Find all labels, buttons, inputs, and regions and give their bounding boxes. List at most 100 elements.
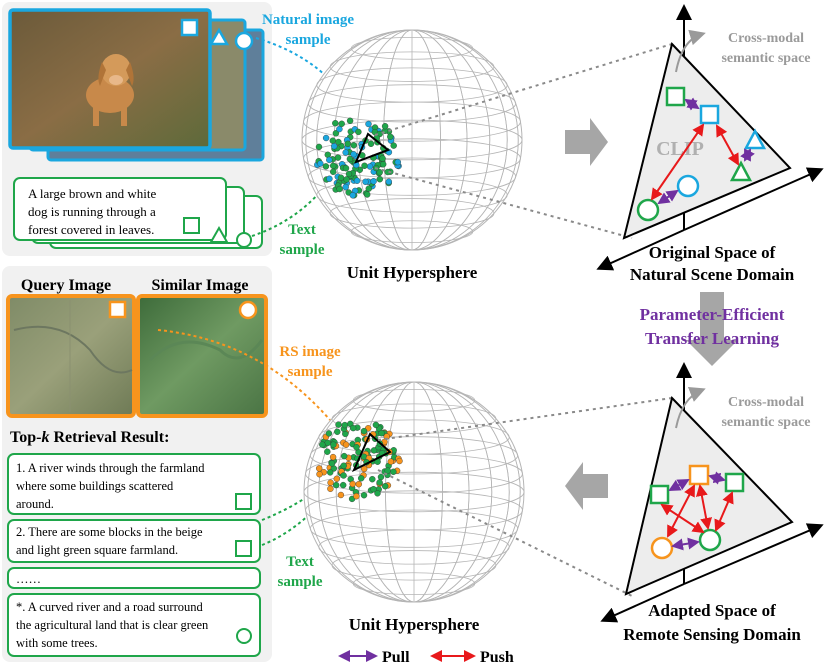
- embedding-point: [315, 143, 323, 151]
- embedding-point: [337, 491, 345, 499]
- embedding-point: [333, 481, 340, 489]
- embedding-point: [330, 162, 337, 170]
- embedding-point: [326, 175, 333, 183]
- embedding-point: [379, 155, 386, 162]
- text-card: [13, 177, 227, 241]
- embedding-point: [326, 156, 333, 164]
- bottom-domain-line-2: Remote Sensing Domain: [623, 625, 801, 644]
- top-space-green-square: [665, 86, 686, 107]
- similar-circle-icon: [238, 300, 258, 320]
- embedding-point: [374, 490, 381, 497]
- embedding-point: [380, 161, 387, 168]
- caption-line-3: forest covered in leaves.: [28, 222, 154, 237]
- embedding-point: [346, 117, 354, 125]
- embedding-point: [336, 125, 343, 133]
- top-space-green-circle: [636, 198, 660, 222]
- square-icon: [180, 18, 199, 37]
- embedding-point: [382, 483, 389, 490]
- bottom-space-pointer: [675, 387, 706, 429]
- bottom-pull-arrow-2: [708, 471, 726, 485]
- result-box-ellipsis: [7, 567, 261, 589]
- peft-arrow: [686, 292, 738, 366]
- rs-image-label-1: RS image: [279, 344, 341, 360]
- embedding-point: [349, 480, 356, 488]
- result-2-line-2: and light green square farmland.: [16, 543, 178, 557]
- bottom-push-arrow-3: [660, 503, 705, 534]
- embedding-point: [340, 462, 347, 469]
- embedding-point: [377, 473, 385, 481]
- top-push-arrow-2: [650, 123, 705, 201]
- top-domain-line-1: Original Space of: [649, 243, 776, 262]
- legend-push-label: Push: [480, 649, 514, 666]
- embedding-point: [361, 162, 368, 170]
- embedding-point: [376, 175, 383, 183]
- query-image-label: Query Image: [21, 277, 111, 294]
- embedding-point: [365, 120, 372, 128]
- embedding-point: [340, 481, 347, 489]
- embedding-point: [331, 142, 338, 150]
- result-box-1: [7, 453, 261, 515]
- topk-title: Top-k Retrieval Result:: [10, 429, 169, 446]
- top-projection-upper: [374, 43, 673, 136]
- bottom-text-sample-label-1: Text: [286, 554, 314, 570]
- embedding-point: [370, 447, 378, 454]
- embedding-point: [322, 134, 330, 142]
- embedding-point: [376, 169, 383, 176]
- embedding-point: [327, 485, 334, 492]
- embedding-point: [350, 150, 357, 158]
- embedding-point: [394, 158, 401, 166]
- top-space-blue-circle: [676, 174, 700, 198]
- embedding-point: [340, 472, 347, 479]
- embedding-point: [337, 174, 345, 181]
- query-rs-river: [13, 325, 133, 374]
- result-last-circle-icon: [236, 628, 252, 644]
- result-last-line-2: the agricultural land that is clear gree…: [16, 618, 209, 632]
- natural-image-label-2: sample: [286, 32, 331, 48]
- top-hypersphere: [301, 29, 523, 251]
- embedding-point: [317, 160, 324, 167]
- bottom-hypersphere: [303, 381, 525, 603]
- top-sphere-label: Unit Hypersphere: [347, 263, 478, 282]
- bottom-space-green-square-right: [724, 472, 745, 493]
- embedding-point: [346, 155, 354, 163]
- top-semantic-space: [596, 4, 824, 271]
- embedding-point: [350, 142, 357, 149]
- top-sampling-triangle: [354, 132, 390, 164]
- bottom-push-arrow-4: [714, 491, 734, 532]
- embedding-point: [328, 460, 336, 467]
- embedding-point: [341, 421, 348, 429]
- map-arrow-left: [565, 462, 608, 510]
- embedding-point: [345, 170, 353, 178]
- bottom-space-green-square-left: [649, 484, 670, 505]
- embedding-point: [396, 457, 403, 465]
- result-last-line-1: *. A curved river and a road surround: [16, 600, 203, 614]
- embedding-point: [329, 453, 337, 461]
- bottom-space-green-circle: [698, 528, 722, 552]
- embedding-point: [342, 164, 350, 172]
- text-sample-label-2: sample: [280, 242, 325, 258]
- similar-image-label: Similar Image: [151, 277, 248, 294]
- bottom-projection-upper: [377, 397, 673, 441]
- legend-pull-label: Pull: [382, 649, 410, 666]
- caption-line-1: A large brown and white: [28, 186, 157, 201]
- embedding-point: [360, 427, 368, 435]
- embedding-point: [353, 177, 361, 184]
- embedding-point: [355, 481, 362, 488]
- embedding-point: [324, 448, 331, 455]
- query-square-icon: [108, 300, 127, 319]
- result-box-2: [7, 519, 261, 563]
- embedding-point: [372, 421, 380, 429]
- top-pull-arrow-1: [684, 97, 700, 111]
- top-space-green-triangle: [729, 160, 753, 182]
- embedding-point: [342, 183, 349, 191]
- embedding-point: [336, 185, 343, 193]
- embedding-point: [349, 192, 356, 199]
- embedding-point: [316, 465, 323, 472]
- triangle-icon: [208, 27, 230, 46]
- top-projection-lower: [374, 167, 633, 239]
- embedding-point: [342, 149, 349, 156]
- dog-photo: [86, 54, 134, 126]
- embedding-point: [364, 191, 371, 198]
- embedding-point: [334, 428, 341, 435]
